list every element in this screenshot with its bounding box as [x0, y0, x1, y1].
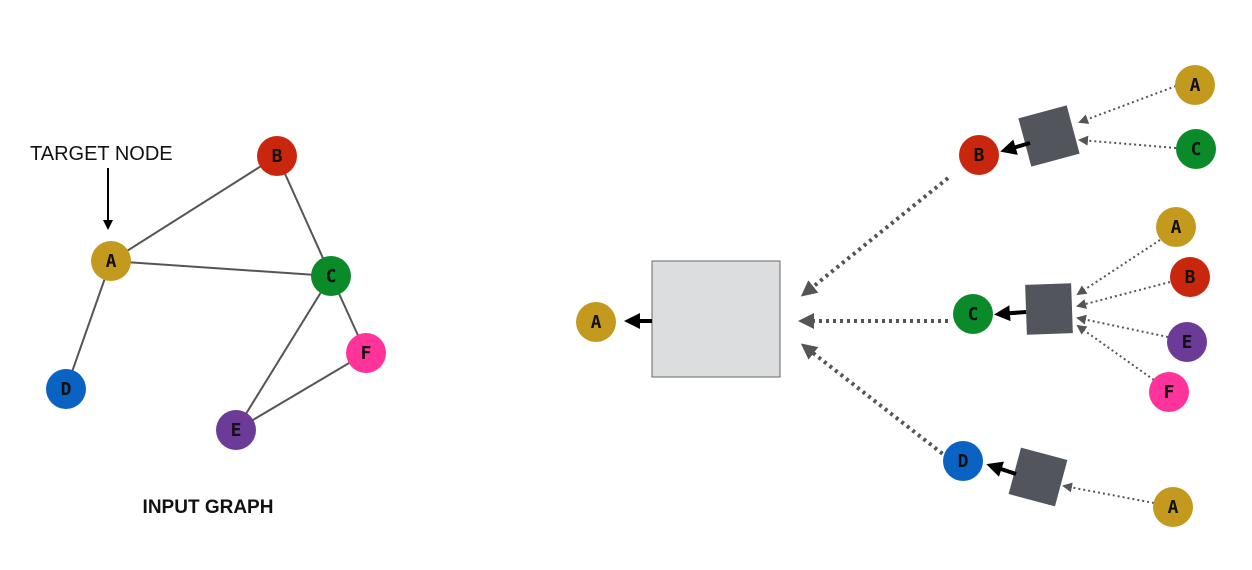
computation-tree-nodes: B A C C A B E F D A [943, 65, 1216, 527]
edge-a-d [65, 260, 112, 390]
tree-level2-node-c-e-label: E [1182, 332, 1193, 353]
input-node-c: C [311, 256, 351, 296]
subtree-d [986, 447, 1155, 507]
tree-root-node-a: A [576, 302, 616, 342]
input-node-e-label: E [231, 420, 242, 441]
tree-level2-node-c-f-circle [1149, 372, 1189, 412]
root-node: A [576, 302, 616, 342]
aggregator-box-c [1025, 283, 1073, 335]
tree-level1-node-d-circle [943, 441, 983, 481]
dotted-arrow-a-to-b-agg [1078, 85, 1177, 124]
input-node-b-circle [257, 136, 297, 176]
tree-level2-node-d-a: A [1153, 487, 1193, 527]
tree-level1-node-b: B [959, 135, 999, 175]
input-node-d-label: D [61, 379, 72, 400]
tree-level2-node-d-a-circle [1153, 487, 1193, 527]
input-node-b-label: B [272, 146, 283, 167]
root-aggregator-box [651, 260, 781, 378]
input-node-f-label: F [361, 343, 372, 364]
tree-level1-node-d-label: D [958, 451, 969, 472]
tree-level2-node-b-c-circle [1176, 129, 1216, 169]
tree-level2-node-b-c-label: C [1191, 139, 1202, 160]
input-graph-nodes: A B C D E F [46, 136, 386, 450]
tree-level1-node-c-label: C [968, 304, 979, 325]
computation-tree: A B A C C A B E F D A [576, 65, 1216, 527]
input-node-a-label: A [106, 251, 117, 272]
aggregator-arrow-c [994, 305, 1027, 322]
input-node-d: D [46, 369, 86, 409]
tree-level2-node-c-a-label: A [1171, 217, 1182, 238]
tree-level2-node-c-f: F [1149, 372, 1189, 412]
edge-b-c [276, 155, 332, 277]
input-node-c-circle [311, 256, 351, 296]
input-node-f-circle [346, 333, 386, 373]
input-node-e: E [216, 410, 256, 450]
edge-c-e [235, 275, 332, 431]
tree-level2-node-b-a-circle [1175, 65, 1215, 105]
aggregator-arrow-d [986, 461, 1017, 477]
input-graph: A B C D E F TARGET NODE INPUT GRAPH [30, 136, 386, 518]
tree-level1-node-c-circle [953, 294, 993, 334]
input-node-b: B [257, 136, 297, 176]
dotted-arrow-d-to-root [800, 343, 950, 460]
tree-level2-node-c-b: B [1170, 257, 1210, 297]
dotted-arrow-f-to-c-agg [1076, 324, 1155, 381]
target-node-label: TARGET NODE [30, 143, 173, 165]
dotted-arrow-e-to-c-agg [1076, 314, 1169, 338]
edge-a-c [110, 260, 332, 277]
aggregator-arrow-b [1000, 139, 1031, 155]
tree-level1-node-b-circle [959, 135, 999, 175]
tree-level2-node-c-b-label: B [1185, 267, 1196, 288]
subtree-b [1000, 85, 1177, 167]
edge-e-f [235, 352, 367, 431]
tree-level2-node-d-a-label: A [1168, 497, 1179, 518]
dotted-arrow-a-to-d-agg [1062, 482, 1155, 504]
input-node-a-circle [91, 241, 131, 281]
tree-level2-node-c-b-circle [1170, 257, 1210, 297]
subtree-c [994, 239, 1171, 381]
tree-root-node-a-circle [576, 302, 616, 342]
tree-level2-node-c-a: A [1156, 207, 1196, 247]
aggregator-box-d [1008, 447, 1068, 507]
edge-a-b [110, 155, 278, 262]
tree-level2-node-b-a: A [1175, 65, 1215, 105]
input-node-c-label: C [326, 266, 337, 287]
tree-level2-node-c-e: E [1167, 322, 1207, 362]
tree-root-node-a-label: A [591, 312, 602, 333]
dotted-arrow-b-to-c-agg [1076, 281, 1171, 309]
input-node-f: F [346, 333, 386, 373]
tree-level2-node-c-e-circle [1167, 322, 1207, 362]
aggregator-box-b [1018, 105, 1080, 167]
dotted-arrow-b-to-root [800, 176, 950, 297]
dotted-arrow-a-to-c-agg [1076, 239, 1161, 296]
tree-level2-node-b-a-label: A [1190, 75, 1201, 96]
tree-level2-node-b-c: C [1176, 129, 1216, 169]
input-node-a: A [91, 241, 131, 281]
input-node-d-circle [46, 369, 86, 409]
tree-level1-node-d: D [943, 441, 983, 481]
dotted-arrow-c-to-b-agg [1078, 135, 1177, 149]
input-node-e-circle [216, 410, 256, 450]
tree-level1-node-c: C [953, 294, 993, 334]
input-graph-caption: INPUT GRAPH [143, 497, 274, 518]
tree-level1-node-b-label: B [974, 145, 985, 166]
tree-level2-node-c-a-circle [1156, 207, 1196, 247]
tree-level2-node-c-f-label: F [1164, 382, 1175, 403]
